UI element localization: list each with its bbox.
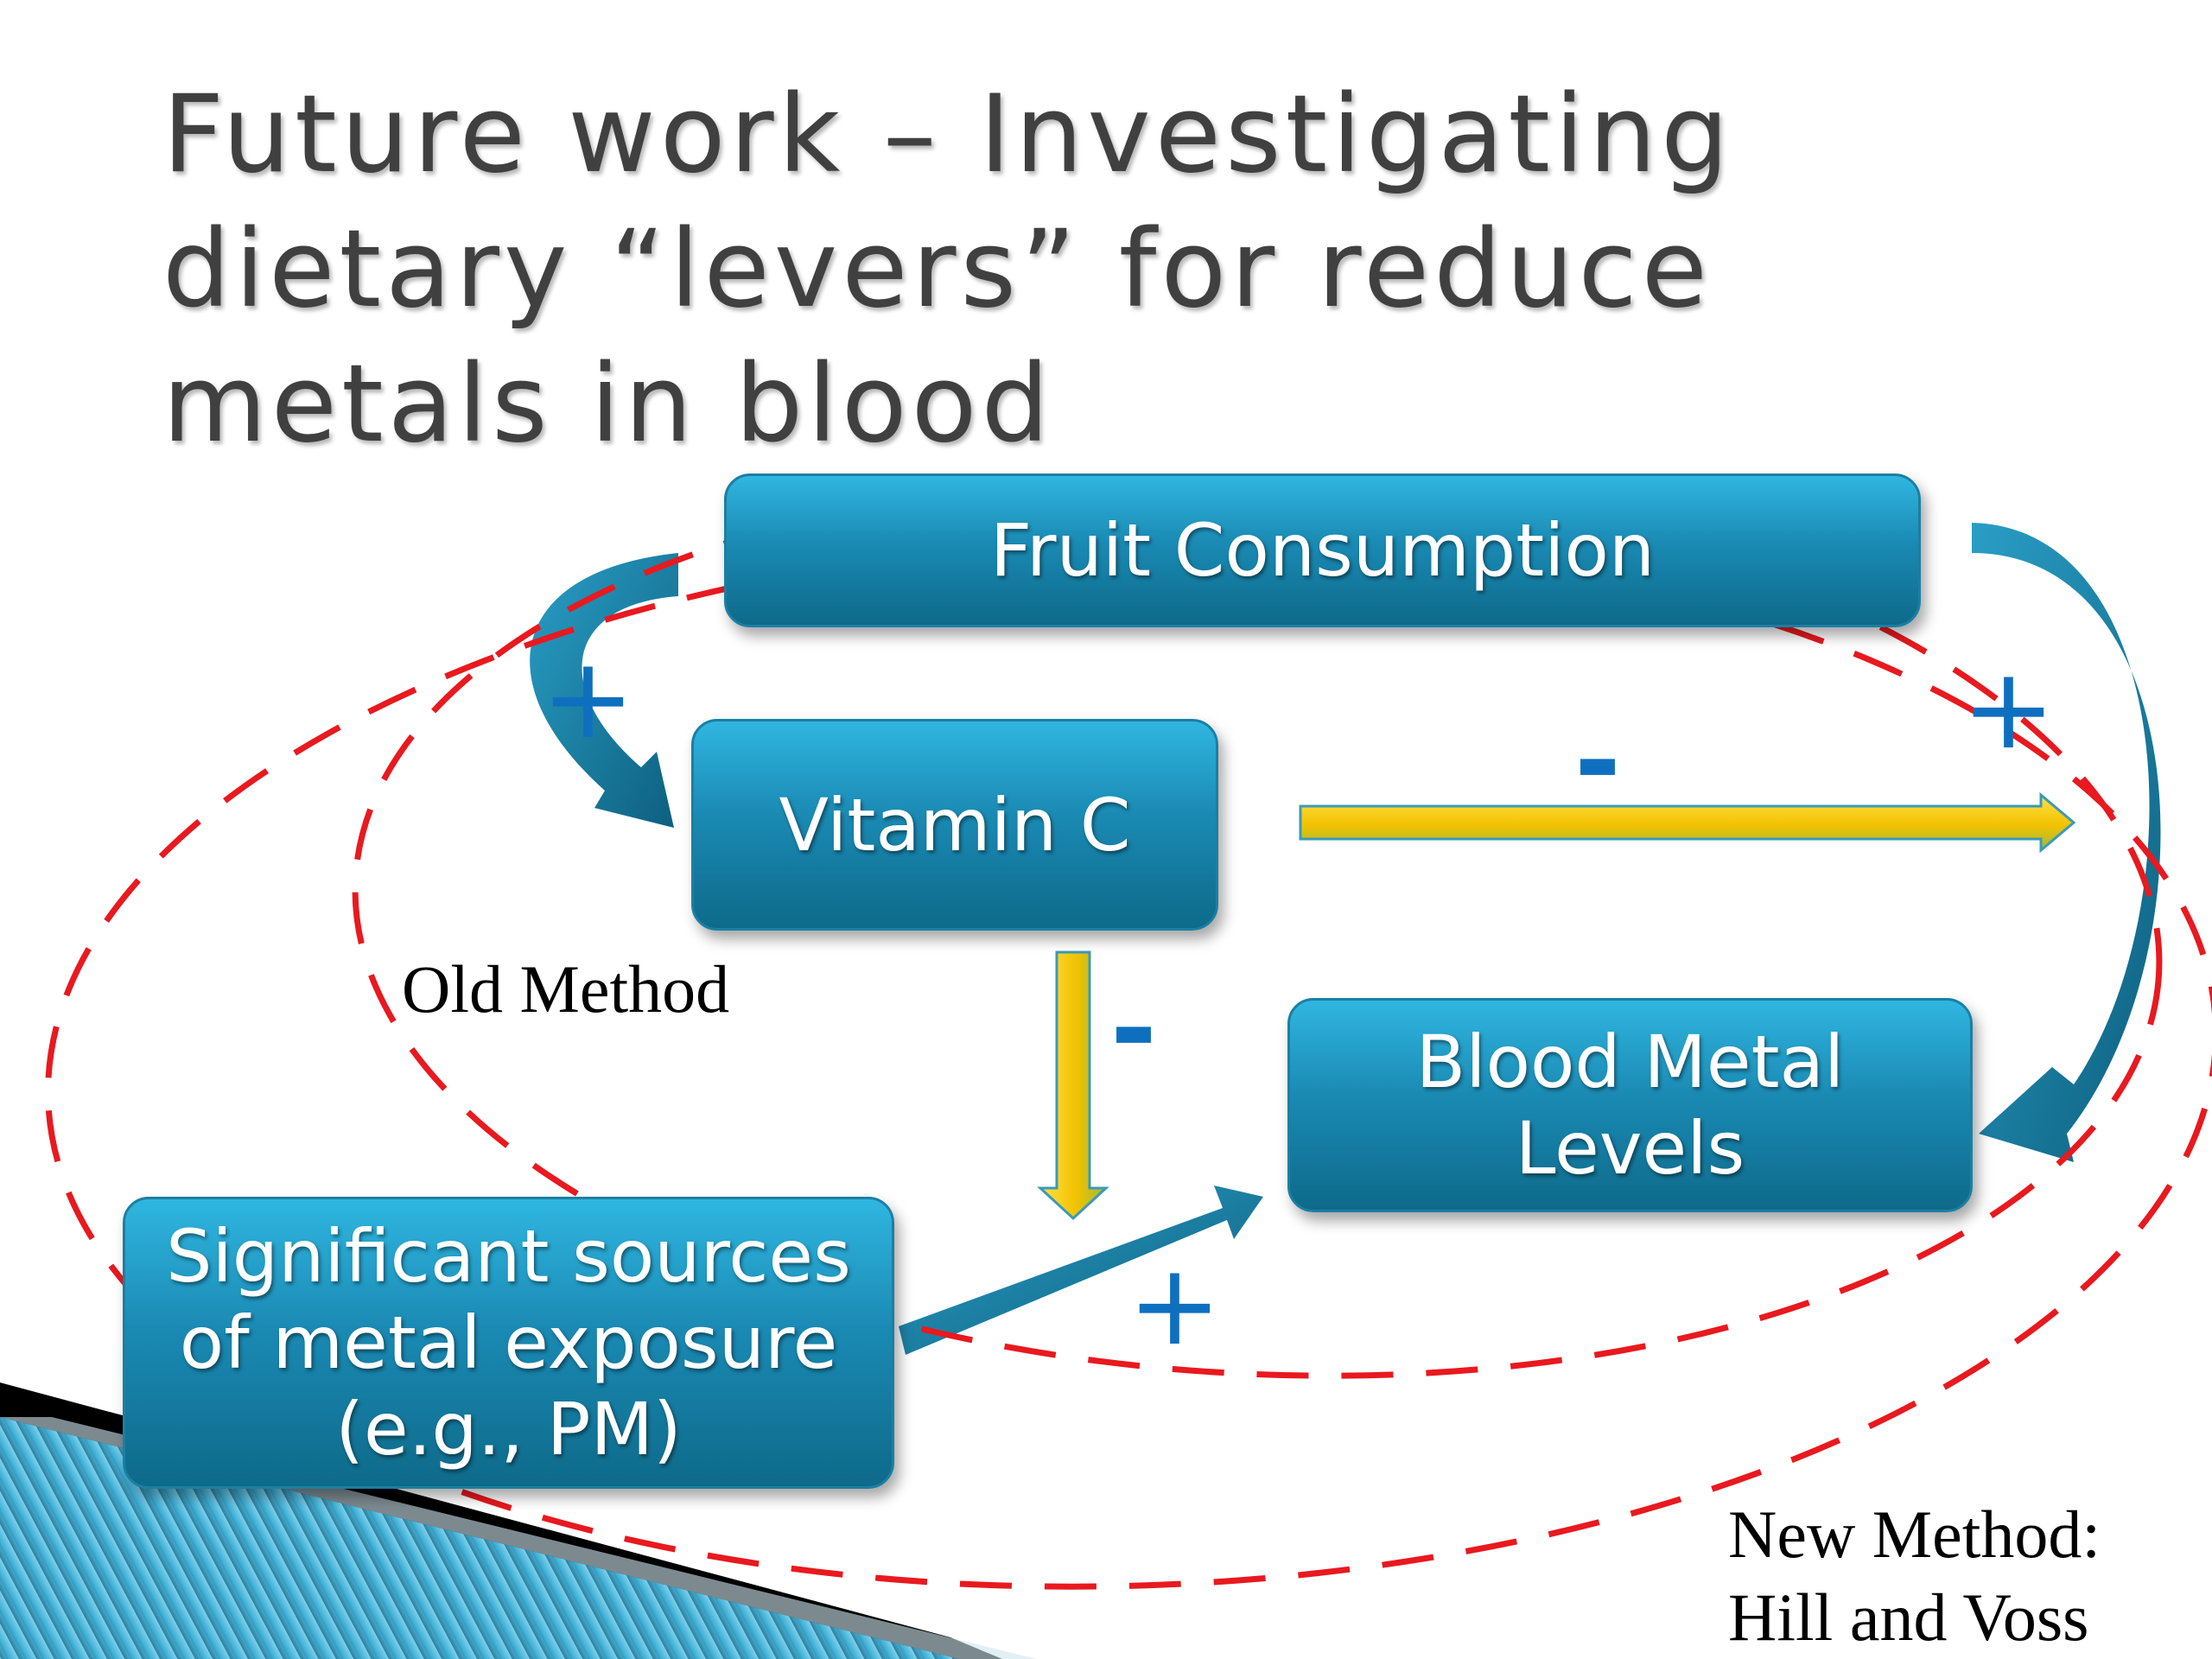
vitamin-c-label: Vitamin C [779,782,1131,868]
metal-sources-label-line-1: Significant sources [166,1214,851,1299]
slide-title: Future work – Investigating dietary “lev… [162,67,1804,472]
arrow-fruit-to-vitamin [530,553,678,828]
sign-minus-vitamin-blood: - [1574,695,1621,826]
arrow-vitamin-to-blood [1299,791,2076,854]
metal-sources-label-line-3: (e.g., PM) [335,1387,682,1471]
arrow-sources-to-blood [899,1185,1263,1355]
new-method-label: New Method: Hill and Voss [1728,1493,2101,1659]
sign-plus-fruit-vitamin: + [541,632,635,764]
sign-plus-fruit-blood: + [1961,643,2056,774]
arrow-vitamin-down [1037,950,1109,1221]
title-line-2: dietary “levers” for reduce [162,207,1712,332]
vitamin-c-box: Vitamin C [691,719,1218,931]
new-method-label-line-1: New Method: [1728,1497,2101,1572]
fruit-consumption-label: Fruit Consumption [989,508,1656,593]
title-line-3: metals in blood [162,342,1054,467]
metal-sources-box: Significant sources of metal exposure (e… [123,1197,894,1489]
title-line-1: Future work – Investigating [162,73,1733,197]
old-method-label: Old Method [402,951,730,1027]
new-method-label-line-2: Hill and Voss [1728,1580,2089,1655]
fruit-consumption-box: Fruit Consumption [724,474,1921,627]
sign-minus-vitamin-down: - [1110,963,1157,1094]
sign-plus-sources-blood: + [1128,1239,1222,1370]
old-method-ellipse [352,474,2163,1379]
blood-metal-levels-box: Blood Metal Levels [1287,998,1973,1212]
blood-metal-label-line-1: Blood Metal [1415,1020,1845,1104]
metal-sources-label-line-2: of metal exposure [179,1300,838,1385]
blood-metal-label-line-2: Levels [1515,1106,1745,1191]
